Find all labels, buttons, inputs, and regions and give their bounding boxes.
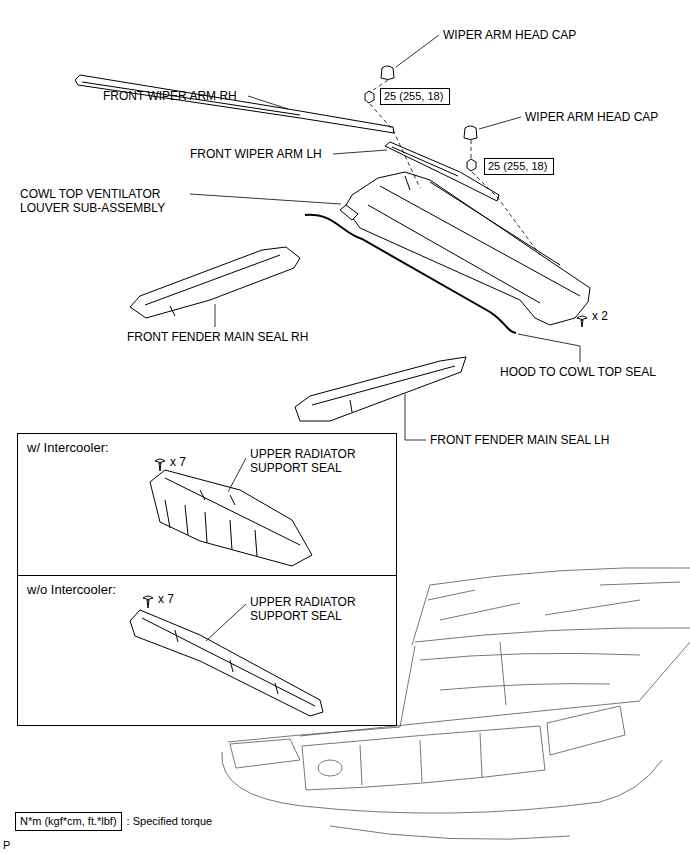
leader-radiator-a — [228, 458, 246, 492]
leader-cap-lh — [479, 117, 521, 129]
part-label: FRONT WIPER ARM LH — [190, 147, 322, 161]
car-wipers — [440, 600, 640, 620]
part-label: FRONT WIPER ARM RH — [103, 89, 237, 103]
car-bumper — [222, 752, 662, 813]
part-label: FRONT FENDER MAIN SEAL LH — [430, 433, 609, 447]
leader-fender-lh — [405, 394, 426, 440]
part-label: UPPER RADIATOR SUPPORT SEAL — [250, 595, 380, 623]
car-engine-bay — [420, 653, 640, 690]
nut-lh — [467, 159, 476, 171]
radiator-seal-plain — [130, 610, 323, 716]
fender-seal-rh-detail — [145, 255, 280, 316]
quantity-label: x 2 — [592, 309, 608, 323]
clip-x2 — [577, 316, 587, 327]
radiator-seal-plain-detail — [142, 618, 315, 706]
car-hood-strut — [500, 642, 506, 705]
quantity-label: x 7 — [158, 592, 174, 606]
radiator-seal-intercooler — [150, 470, 312, 566]
car-fender-right — [640, 642, 690, 700]
leader-arm-rh — [248, 96, 288, 109]
cowl-flange — [340, 205, 358, 220]
leader-cap-rh — [396, 35, 439, 67]
car-windshield-top — [430, 568, 690, 585]
nut-rh — [365, 91, 374, 103]
fender-seal-lh-detail — [312, 366, 455, 412]
part-label: FRONT FENDER MAIN SEAL RH — [127, 330, 308, 344]
cowl-louver — [345, 172, 590, 325]
car-windshield-bottom — [415, 628, 690, 642]
wiper-blade-lh — [392, 147, 458, 176]
clip-x7-a — [155, 459, 165, 471]
car-grille — [302, 726, 545, 790]
car-grille-bars — [360, 733, 482, 785]
car-emblem — [318, 760, 342, 776]
torque-legend: N*m (kgf*cm, ft.*lbf) : Specified torque — [15, 812, 212, 831]
hood-cowl-seal — [305, 215, 516, 333]
clip-x7-b — [143, 596, 153, 608]
radiator-seal-intercooler-fins — [165, 478, 300, 556]
car-radiator-support — [300, 701, 640, 736]
part-label: COWL TOP VENTILATOR LOUVER SUB-ASSEMBLY — [20, 187, 188, 215]
unit-sample: N*m (kgf*cm, ft.*lbf) — [15, 812, 122, 831]
quantity-label: x 7 — [170, 455, 186, 469]
wiper-arm-rh — [75, 75, 394, 133]
torque-box: 25 (255, 18) — [484, 158, 554, 175]
car-headlight-left — [230, 739, 300, 768]
torque-value: 25 (255, 18) — [384, 90, 443, 102]
part-label: WIPER ARM HEAD CAP — [525, 110, 658, 124]
car-fender-left — [228, 646, 415, 742]
torque-value: 25 (255, 18) — [488, 160, 547, 172]
wiper-cap-lh — [464, 126, 477, 140]
car-pillar — [412, 585, 430, 645]
car-dash — [428, 582, 680, 600]
cowl-detail — [368, 176, 580, 303]
torque-box: 25 (255, 18) — [380, 88, 450, 105]
fender-seal-lh — [295, 357, 466, 421]
wiper-blade-rh — [82, 82, 300, 115]
panel-heading: w/o Intercooler: — [27, 582, 387, 597]
legend-text: : Specified torque — [127, 815, 213, 828]
car-headlight-right — [547, 706, 625, 755]
leader-cowl — [190, 194, 341, 204]
part-label: HOOD TO COWL TOP SEAL — [500, 365, 656, 379]
leader-hood-seal — [518, 334, 580, 362]
leader-fender-rh — [215, 304, 216, 327]
part-label: UPPER RADIATOR SUPPORT SEAL — [250, 447, 380, 475]
leader-arm-lh — [333, 150, 387, 154]
leader-radiator-b — [206, 604, 246, 641]
part-label: WIPER ARM HEAD CAP — [443, 28, 576, 42]
part-label: P — [3, 838, 10, 852]
wiper-cap-rh — [381, 66, 394, 80]
car-bumper-lower — [330, 826, 570, 839]
